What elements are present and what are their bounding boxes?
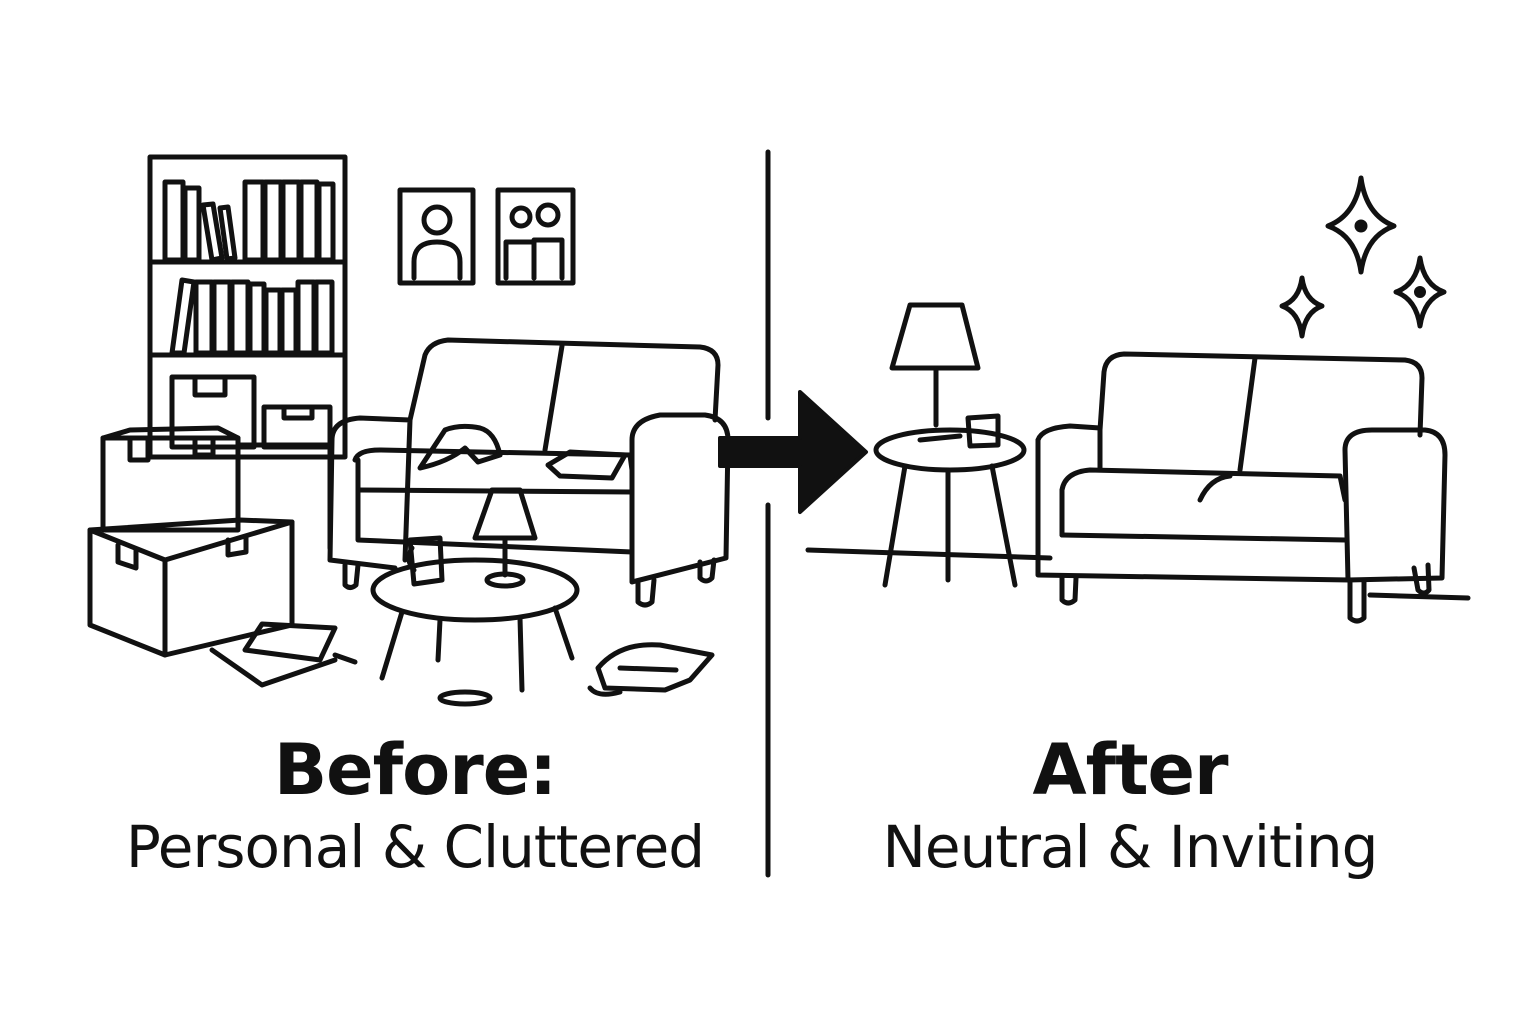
sofa-icon xyxy=(1035,351,1448,624)
before-caption: Before: Personal & Cluttered xyxy=(60,728,770,882)
table-lamp-icon xyxy=(472,487,538,589)
sparkle-icon xyxy=(1279,175,1447,339)
mug-icon xyxy=(965,413,1001,449)
before-subheading: Personal & Cluttered xyxy=(125,813,705,881)
framed-couple-photo-icon xyxy=(495,187,576,286)
scattered-papers-icon xyxy=(209,621,493,707)
before-heading: Before: xyxy=(273,729,557,811)
mug-icon xyxy=(406,535,445,587)
coffee-table-icon xyxy=(370,557,580,693)
after-scene xyxy=(805,302,1471,624)
arrow-right-icon xyxy=(718,390,868,514)
floor-lamp-icon xyxy=(889,302,981,428)
after-subheading: Neutral & Inviting xyxy=(882,813,1379,881)
after-caption: After Neutral & Inviting xyxy=(800,728,1460,882)
moving-box-icon xyxy=(87,425,333,658)
before-scene xyxy=(87,154,731,707)
pillow-icon xyxy=(587,642,715,697)
bookshelf-icon xyxy=(147,154,348,460)
after-heading: After xyxy=(1032,729,1228,811)
side-table-icon xyxy=(873,427,1027,588)
framed-portrait-icon xyxy=(397,187,476,286)
